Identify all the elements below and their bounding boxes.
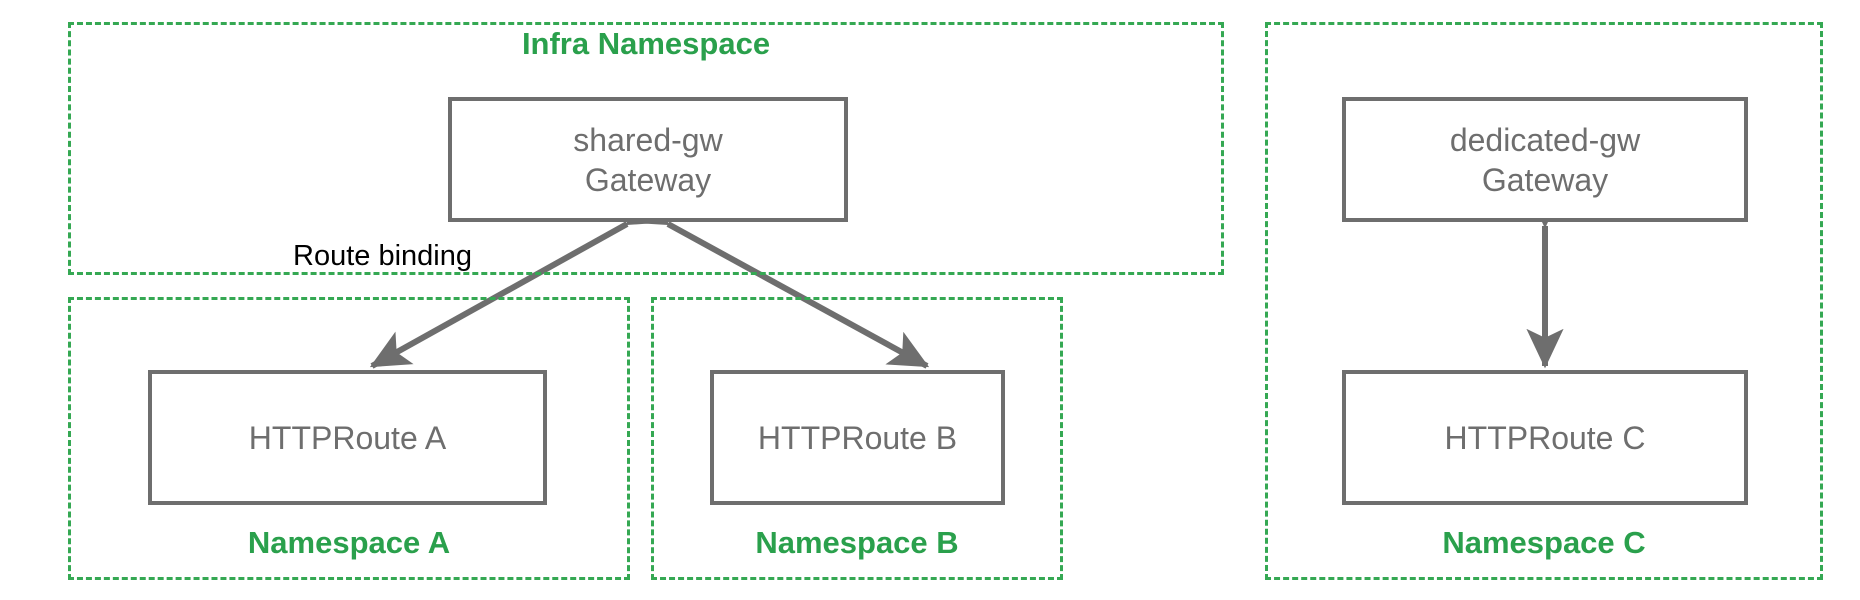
- node-httproute-c-label: HTTPRoute C: [1444, 419, 1646, 456]
- node-dedicated-gw-line2: Gateway: [1481, 161, 1609, 198]
- namespace-infra: [68, 22, 1224, 275]
- node-httproute-a-label: HTTPRoute A: [248, 419, 447, 456]
- node-httproute-a[interactable]: HTTPRoute A: [148, 370, 547, 505]
- node-shared-gw-line1: shared-gw: [573, 121, 723, 158]
- namespace-b-label: Namespace B: [755, 525, 959, 560]
- node-shared-gw-line2: Gateway: [584, 161, 712, 198]
- node-httproute-b-label: HTTPRoute B: [757, 419, 958, 456]
- namespace-c-label: Namespace C: [1442, 525, 1646, 560]
- node-shared-gw-gateway[interactable]: shared-gw Gateway: [448, 97, 848, 222]
- namespace-a-label: Namespace A: [247, 525, 451, 560]
- node-httproute-c[interactable]: HTTPRoute C: [1342, 370, 1748, 505]
- namespace-b: [651, 297, 1063, 580]
- node-dedicated-gw-line1: dedicated-gw: [1449, 121, 1641, 158]
- edge-label-route-binding: Route binding: [293, 240, 472, 272]
- namespace-a: [68, 297, 630, 580]
- node-httproute-b[interactable]: HTTPRoute B: [710, 370, 1005, 505]
- node-dedicated-gw-gateway[interactable]: dedicated-gw Gateway: [1342, 97, 1748, 222]
- namespace-c: [1265, 22, 1823, 580]
- namespace-infra-label: Infra Namespace: [521, 26, 771, 61]
